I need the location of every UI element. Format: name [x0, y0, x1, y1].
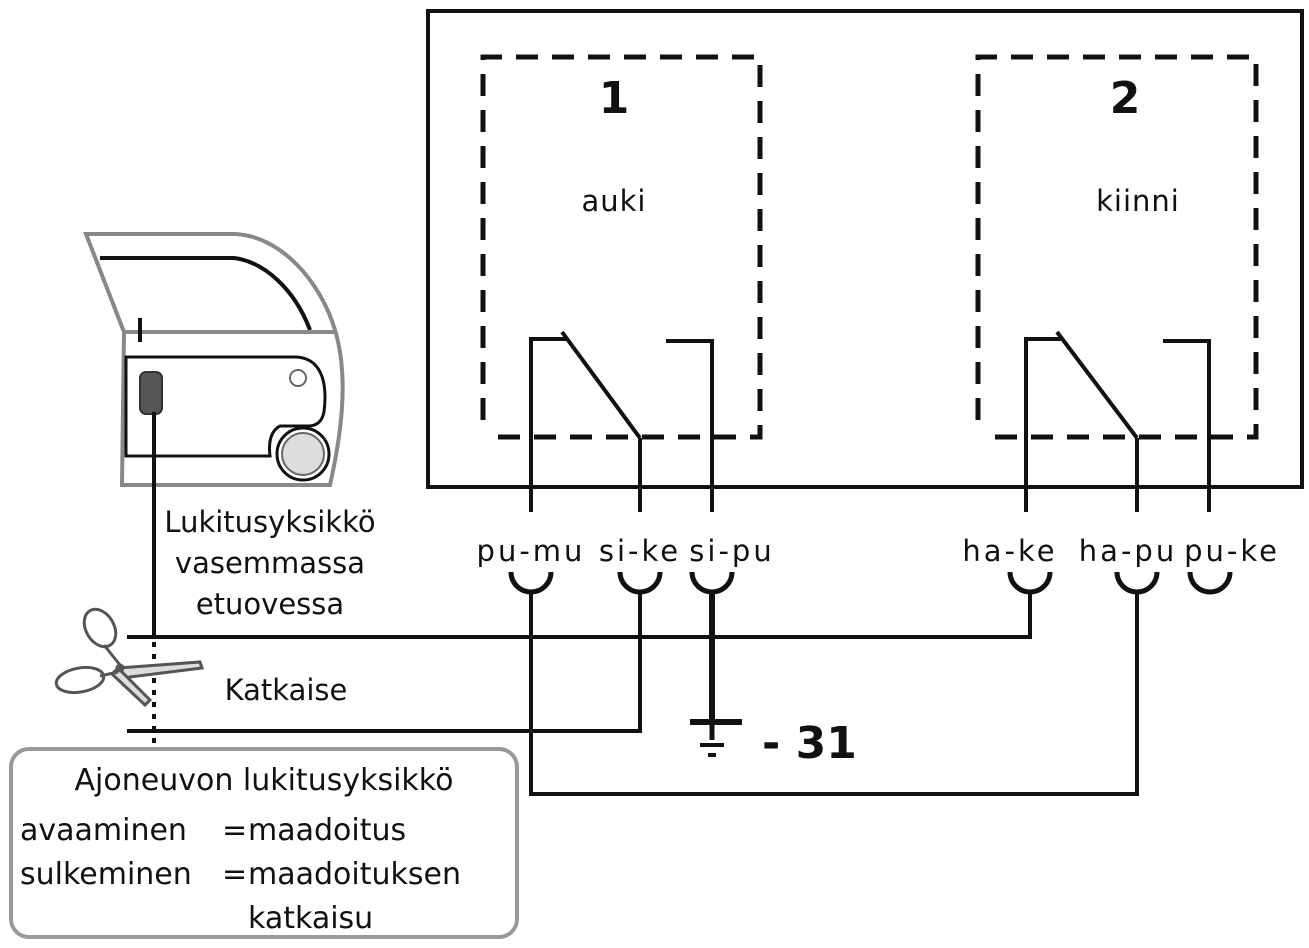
wire-ha-ke	[127, 592, 1032, 639]
info-box-open-equals: =	[222, 813, 247, 848]
ground-label: - 31	[762, 718, 857, 769]
terminal-label-pu-mu: pu-mu	[477, 534, 586, 568]
relay-2: 2 kiinni	[975, 54, 1259, 512]
wire-pu-mu-ha-pu	[529, 592, 1139, 796]
door-panel	[124, 355, 327, 458]
relay-2-pu-ke-contact	[1163, 339, 1211, 512]
relay-2-common-contact	[1024, 337, 1061, 512]
relay-enclosure	[426, 9, 1304, 489]
lock-unit-icon	[139, 371, 163, 415]
ground-symbol	[690, 719, 742, 757]
info-box-title: Ajoneuvon lukitusyksikkö	[75, 763, 454, 798]
connector-ha-ke	[1007, 571, 1053, 595]
connector-si-pu	[689, 571, 735, 595]
connector-pu-mu	[508, 571, 554, 595]
connector-ha-pu	[1114, 571, 1160, 595]
relay-2-number: 2	[1110, 73, 1141, 124]
info-box-close-value-1: maadoituksen	[248, 857, 461, 892]
relay-1-number: 1	[599, 73, 630, 124]
info-box: Ajoneuvon lukitusyksikkö avaaminen = maa…	[9, 747, 519, 939]
door-lock-knob	[289, 369, 307, 387]
terminal-label-si-ke: si-ke	[599, 534, 681, 568]
relay-2-state: kiinni	[1096, 184, 1180, 218]
lock-unit-label-line2: vasemmassa	[175, 546, 365, 580]
terminal-label-ha-ke: ha-ke	[962, 534, 1057, 568]
lock-unit-label-line1: Lukitusyksikkö	[164, 505, 375, 539]
wire-si-ke	[127, 592, 642, 733]
relay-1: 1 auki	[480, 54, 763, 512]
info-box-frame	[9, 747, 519, 939]
cut-label: Katkaise	[225, 673, 348, 707]
relay-1-si-pu-contact	[666, 339, 714, 512]
lock-unit-label-line3: etuovessa	[196, 587, 344, 621]
car-door-icon	[83, 232, 345, 487]
relay-1-common-contact	[529, 337, 566, 512]
relay-2-switch-arm	[1055, 330, 1139, 440]
connector-si-ke	[617, 571, 663, 595]
info-box-close-value-2: katkaisu	[248, 901, 373, 936]
speaker-inner	[281, 432, 325, 476]
terminal-label-si-pu: si-pu	[689, 534, 774, 568]
terminal-label-ha-pu: ha-pu	[1079, 534, 1177, 568]
info-box-close-label: sulkeminen	[20, 857, 192, 892]
scissors-icon	[54, 607, 205, 708]
terminal-connectors	[508, 571, 1233, 595]
window-line	[100, 256, 312, 331]
relay-1-state: auki	[581, 184, 646, 218]
info-box-close-equals: =	[222, 857, 247, 892]
relay-1-switch-arm	[560, 330, 642, 440]
info-box-open-label: avaaminen	[20, 813, 187, 848]
terminal-label-pu-ke: pu-ke	[1184, 534, 1280, 568]
connector-pu-ke	[1187, 571, 1233, 595]
info-box-open-value: maadoitus	[248, 813, 406, 848]
